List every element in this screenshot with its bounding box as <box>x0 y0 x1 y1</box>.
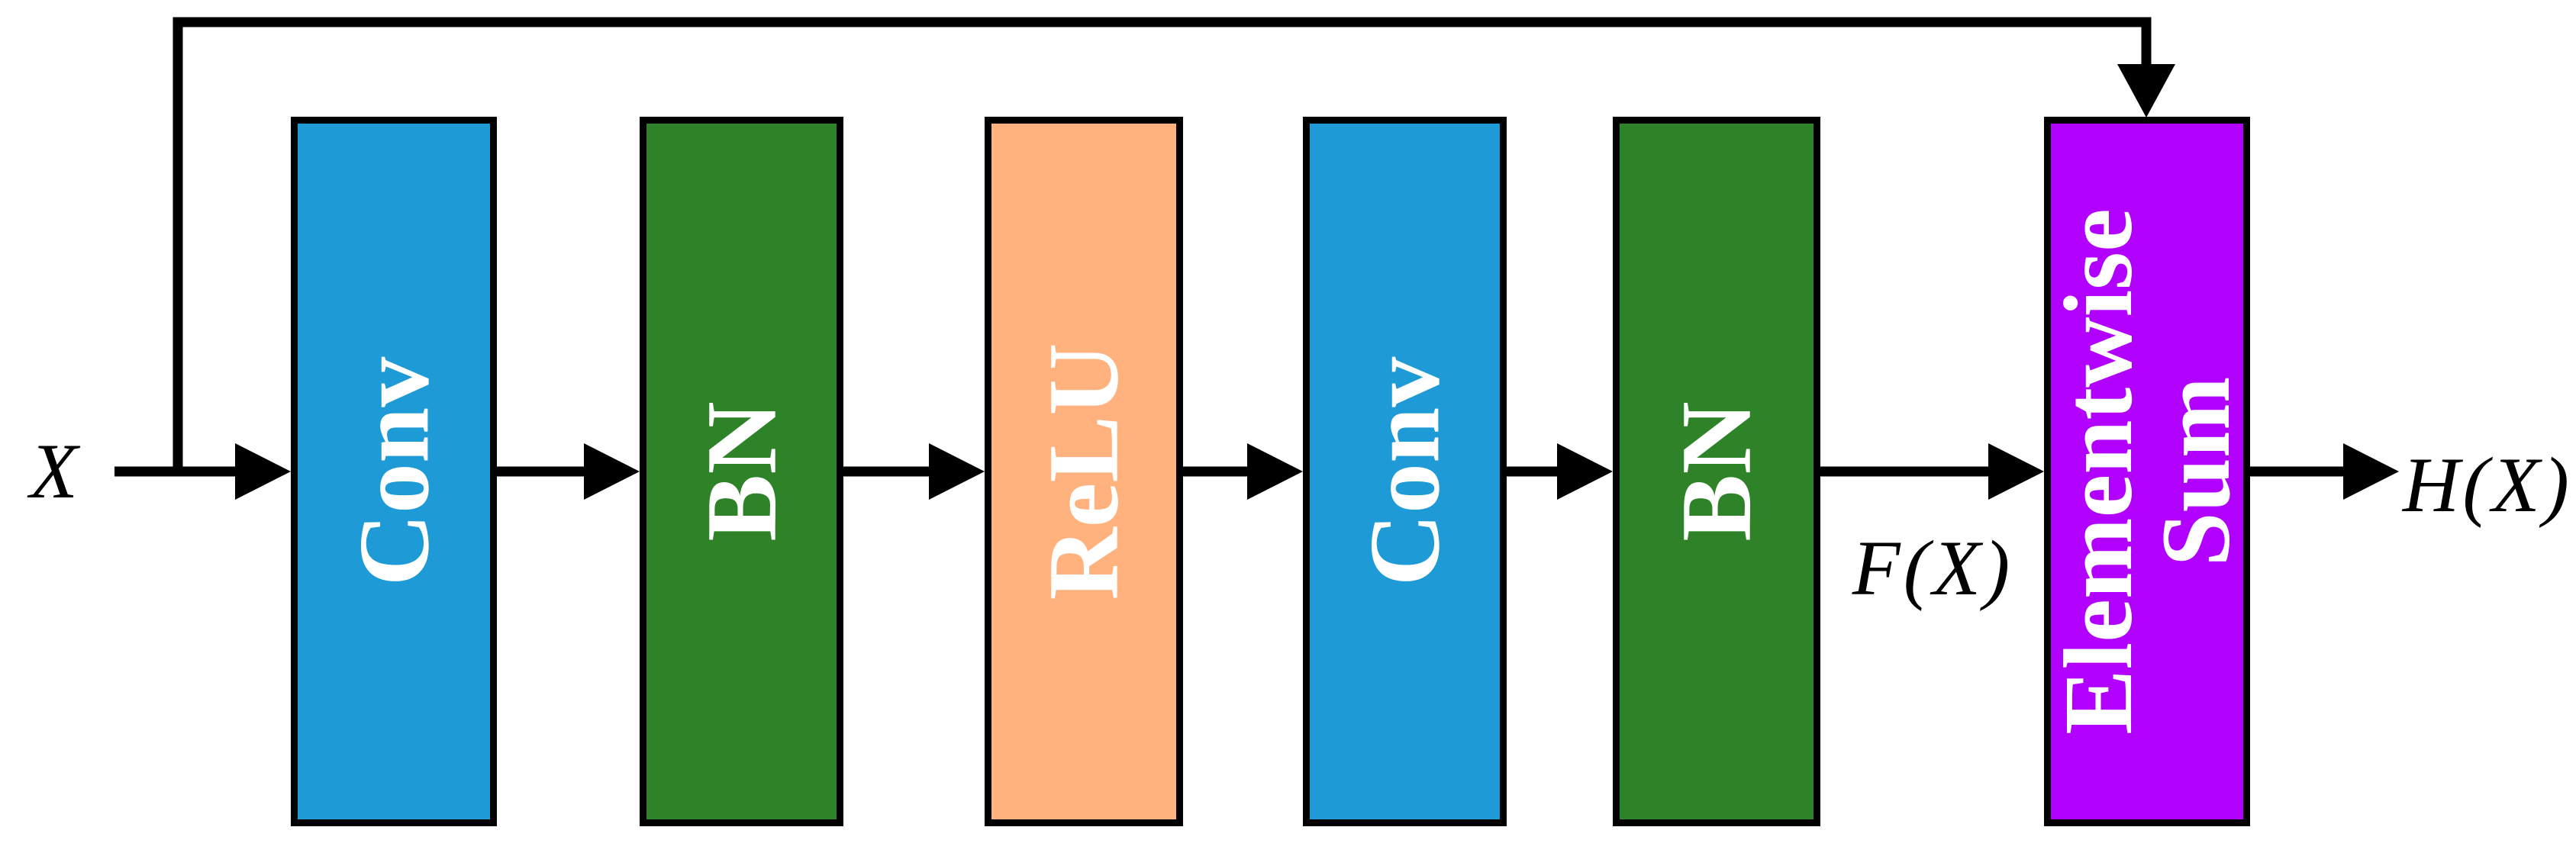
output-arrowhead-icon <box>2343 443 2399 500</box>
relu-block: ReLU <box>985 117 1183 826</box>
input-label: X <box>30 428 81 515</box>
bn-block-1: BN <box>640 117 843 826</box>
residual-function-label: F(X) <box>1852 525 2013 612</box>
conv-block-2-label: Conv <box>1348 356 1461 587</box>
bn-block-2: BN <box>1613 117 1820 826</box>
skip-connection-line <box>172 17 2152 471</box>
conv-block-1: Conv <box>291 117 497 826</box>
skip-arrowhead-down-icon <box>2117 64 2175 117</box>
flow-arrowhead-icon <box>1988 443 2044 500</box>
conv-block-1-label: Conv <box>337 356 450 587</box>
elementwise-sum-block: Elementwise Sum <box>2044 117 2250 826</box>
bn-block-1-label: BN <box>685 401 798 542</box>
output-label: H(X) <box>2403 441 2572 529</box>
flow-arrowhead-icon <box>1557 443 1613 500</box>
flow-arrowhead-icon <box>929 443 985 500</box>
conv-block-2: Conv <box>1303 117 1507 826</box>
elementwise-sum-block-label: Elementwise Sum <box>2044 208 2250 735</box>
bn-block-2-label: BN <box>1660 401 1772 542</box>
relu-block-label: ReLU <box>1027 343 1140 600</box>
input-arrowhead-icon <box>235 443 291 500</box>
flow-arrowhead-icon <box>584 443 640 500</box>
flow-arrowhead-icon <box>1247 443 1303 500</box>
